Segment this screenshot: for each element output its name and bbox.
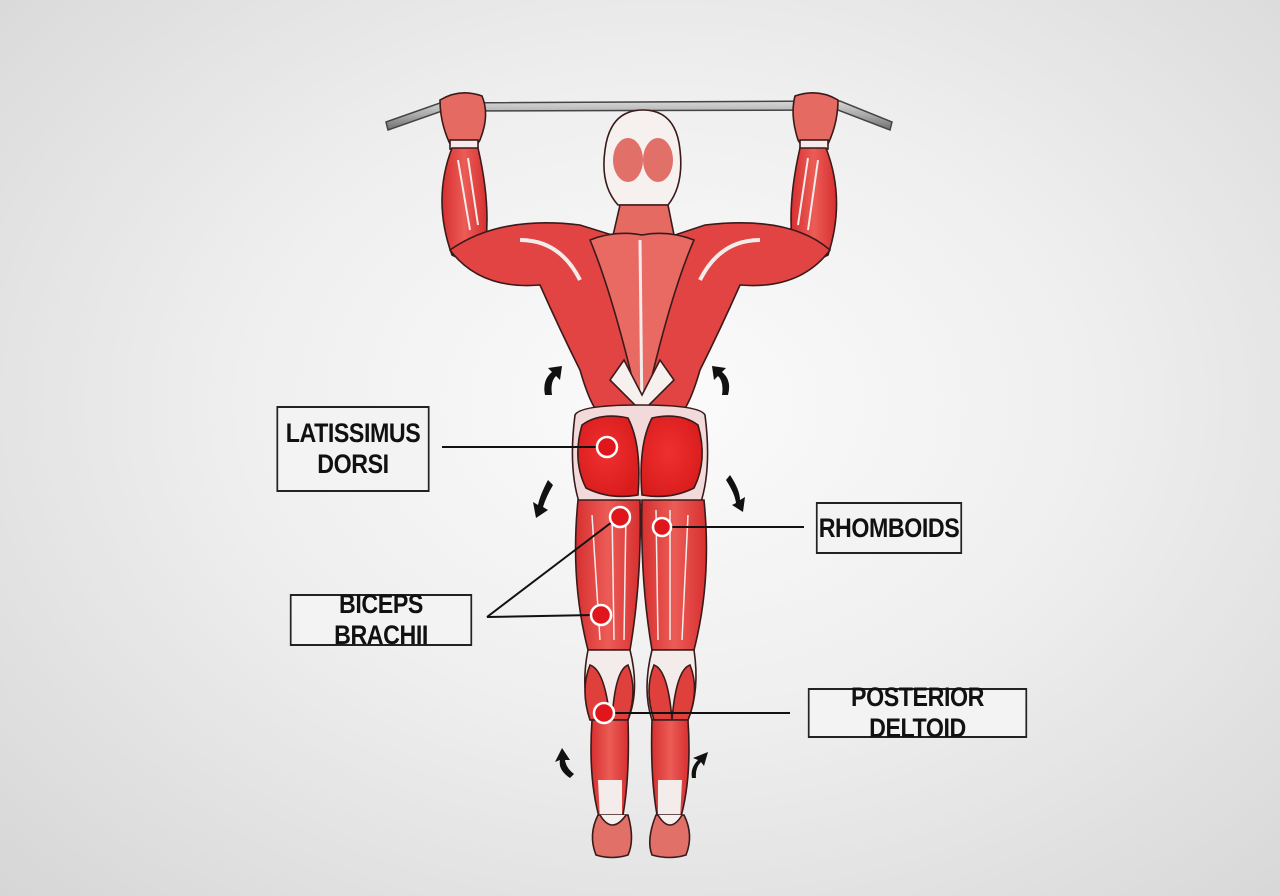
torso (448, 222, 832, 421)
arrow-down-icon (533, 480, 553, 518)
label-latissimus-dorsi: LATISSIMUS DORSI (276, 406, 430, 492)
legs (574, 499, 708, 859)
label-posterior-deltoid: POSTERIOR DELTOID (807, 682, 1028, 743)
muscle-markers (589, 435, 673, 725)
marker-biceps-brachii-upper (608, 505, 632, 529)
head (603, 109, 682, 241)
marker-biceps-brachii (589, 603, 613, 627)
marker-latissimus-dorsi (595, 435, 619, 459)
left-arm (439, 92, 488, 259)
arrow-up-icon (555, 748, 574, 778)
right-arm (790, 92, 839, 259)
arrow-down-icon (726, 475, 745, 512)
label-biceps-brachii: BICEPS BRACHII (289, 589, 473, 650)
pull-up-bar (385, 100, 893, 132)
marker-posterior-deltoid (592, 701, 616, 725)
hips (571, 404, 709, 506)
label-rhomboids: RHOMBOIDS (815, 502, 963, 554)
leader-lines (442, 446, 804, 714)
arrow-up-icon (544, 366, 562, 395)
arrow-up-icon (691, 752, 708, 778)
motion-arrows (533, 366, 745, 778)
arrow-up-icon (712, 366, 730, 395)
marker-rhomboids (651, 516, 673, 538)
